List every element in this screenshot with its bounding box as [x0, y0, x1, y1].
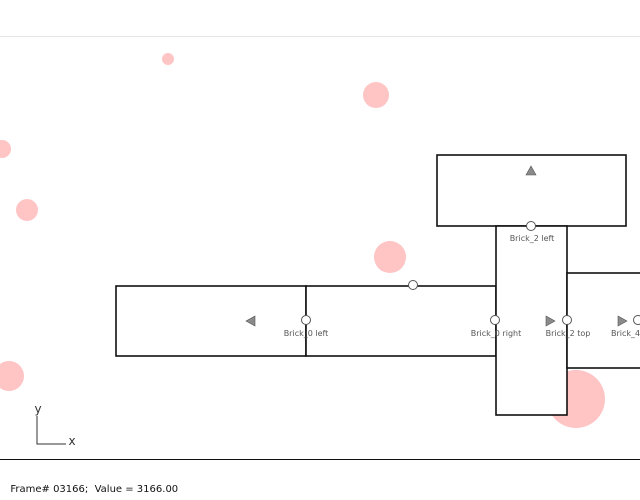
joint-label-brick4: Brick_4	[611, 329, 640, 338]
joint-top[interactable]	[409, 281, 418, 290]
axis-indicator: y x	[34, 402, 75, 448]
brick-2[interactable]	[437, 155, 626, 226]
joint-brick0-left[interactable]	[302, 316, 311, 325]
joint-brick2-left[interactable]	[527, 222, 536, 231]
brick-3[interactable]	[496, 226, 567, 415]
status-bar: Frame# 03166; Value = 3166.00	[0, 459, 640, 480]
joint-brick4[interactable]	[634, 316, 640, 325]
particle	[374, 241, 406, 273]
particle	[363, 82, 389, 108]
joint-label-brick2-top: Brick_2 top	[546, 329, 591, 338]
joint-brick0-right[interactable]	[491, 316, 500, 325]
joint-label-brick0-right: Brick_0 right	[471, 329, 521, 338]
particle	[162, 53, 174, 65]
axis-lines	[37, 416, 66, 444]
axis-x-label: x	[68, 434, 75, 448]
axis-y-label: y	[34, 402, 41, 416]
status-text: Frame# 03166; Value = 3166.00	[10, 484, 178, 495]
brick-4[interactable]	[567, 273, 640, 368]
joint-label-brick0-left: Brick_0 left	[284, 329, 329, 338]
brick-1[interactable]	[306, 286, 496, 356]
particle	[16, 199, 38, 221]
joint-label-brick2-left: Brick_2 left	[510, 234, 555, 243]
joint-brick2-top[interactable]	[563, 316, 572, 325]
particle	[0, 361, 24, 391]
particle	[0, 140, 11, 158]
brick-0[interactable]	[116, 286, 306, 356]
simulation-canvas[interactable]: Brick_2 left Brick_0 left Brick_0 right …	[0, 0, 640, 459]
